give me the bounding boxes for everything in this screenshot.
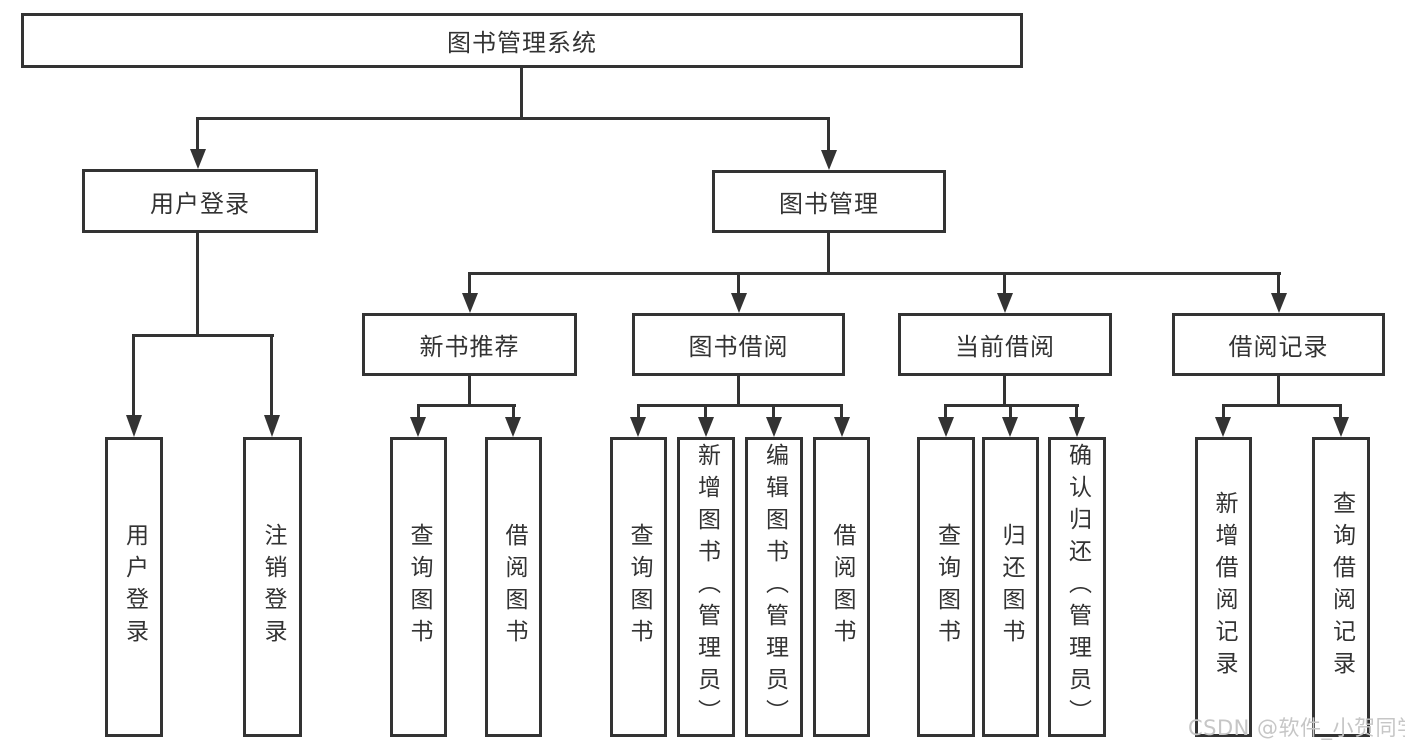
connector-vline <box>1277 376 1280 407</box>
connector-hline <box>417 404 516 407</box>
connector-vline <box>468 376 471 407</box>
arrow-down-icon <box>834 417 850 437</box>
connector-vline <box>827 233 830 274</box>
arrow-down-icon <box>938 417 954 437</box>
node-current-borrow-label: 当前借阅 <box>955 333 1055 361</box>
arrow-down-icon <box>126 415 142 437</box>
arrow-down-icon <box>462 293 478 313</box>
connector-vline <box>840 404 843 420</box>
connector-vline <box>1075 404 1078 420</box>
leaf-borrow-books-1-label: 借阅图书 <box>501 523 527 651</box>
leaf-confirm-return-admin-label: 确认归还（管理员） <box>1064 443 1091 731</box>
node-user-login-label: 用户登录 <box>150 189 250 218</box>
leaf-query-books-2: 查询图书 <box>610 437 667 737</box>
node-borrow-records-label: 借阅记录 <box>1228 333 1329 361</box>
leaf-logout-label: 注销登录 <box>260 523 286 651</box>
connector-vline <box>196 117 199 151</box>
arrow-down-icon <box>630 417 646 437</box>
connector-vline <box>827 117 830 152</box>
leaf-borrow-books-1: 借阅图书 <box>485 437 542 737</box>
node-current-borrow: 当前借阅 <box>898 313 1112 376</box>
leaf-user-login: 用户登录 <box>105 437 163 737</box>
node-book-borrow-label: 图书借阅 <box>688 333 789 361</box>
leaf-query-books-1: 查询图书 <box>390 437 447 737</box>
arrow-down-icon <box>190 149 206 169</box>
connector-vline <box>1222 404 1225 420</box>
connector-vline <box>512 404 515 420</box>
node-book-management: 图书管理 <box>712 170 946 233</box>
connector-vline <box>520 68 523 120</box>
connector-vline <box>1003 272 1006 295</box>
connector-vline <box>132 334 135 417</box>
leaf-return-book: 归还图书 <box>982 437 1039 737</box>
node-book-borrow: 图书借阅 <box>632 313 845 376</box>
arrow-down-icon <box>1069 417 1085 437</box>
leaf-borrow-books-2-label: 借阅图书 <box>829 523 855 651</box>
leaf-borrow-books-2: 借阅图书 <box>813 437 870 737</box>
leaf-add-borrow-record-label: 新增借阅记录 <box>1211 491 1237 683</box>
connector-vline <box>737 376 740 407</box>
arrow-down-icon <box>821 150 837 170</box>
connector-hline <box>197 117 830 120</box>
node-root: 图书管理系统 <box>21 13 1023 68</box>
connector-vline <box>270 334 273 417</box>
connector-vline <box>1009 404 1012 420</box>
connector-vline <box>1339 404 1342 420</box>
arrow-down-icon <box>731 293 747 313</box>
node-root-label: 图书管理系统 <box>447 29 597 57</box>
arrow-down-icon <box>505 417 521 437</box>
connector-hline <box>637 404 843 407</box>
leaf-query-books-1-label: 查询图书 <box>406 523 432 651</box>
leaf-query-books-3-label: 查询图书 <box>933 523 960 651</box>
arrow-down-icon <box>1271 293 1287 313</box>
leaf-add-book-admin: 新增图书（管理员） <box>677 437 735 737</box>
node-user-login: 用户登录 <box>82 169 318 233</box>
arrow-down-icon <box>997 293 1013 313</box>
node-new-book-recommend: 新书推荐 <box>362 313 577 376</box>
connector-vline <box>704 404 707 420</box>
connector-hline <box>1222 404 1342 407</box>
arrow-down-icon <box>1215 417 1231 437</box>
connector-vline <box>944 404 947 420</box>
arrow-down-icon <box>766 417 782 437</box>
leaf-edit-book-admin-label: 编辑图书（管理员） <box>761 443 788 731</box>
leaf-confirm-return-admin: 确认归还（管理员） <box>1048 437 1106 737</box>
node-book-management-label: 图书管理 <box>779 190 879 218</box>
leaf-query-borrow-record: 查询借阅记录 <box>1312 437 1370 737</box>
connector-hline <box>133 334 274 337</box>
connector-vline <box>737 272 740 295</box>
connector-vline <box>417 404 420 420</box>
connector-vline <box>772 404 775 420</box>
leaf-return-book-label: 归还图书 <box>998 523 1024 651</box>
leaf-query-books-2-label: 查询图书 <box>626 523 652 651</box>
leaf-add-borrow-record: 新增借阅记录 <box>1195 437 1252 737</box>
arrow-down-icon <box>410 417 426 437</box>
arrow-down-icon <box>698 417 714 437</box>
arrow-down-icon <box>1002 417 1018 437</box>
connector-vline <box>1277 272 1280 295</box>
connector-vline <box>637 404 640 420</box>
connector-vline <box>196 233 199 336</box>
node-borrow-records: 借阅记录 <box>1172 313 1385 376</box>
connector-hline <box>468 272 1281 275</box>
leaf-query-borrow-record-label: 查询借阅记录 <box>1328 491 1355 683</box>
arrow-down-icon <box>1333 417 1349 437</box>
arrow-down-icon <box>264 415 280 437</box>
leaf-edit-book-admin: 编辑图书（管理员） <box>745 437 803 737</box>
watermark: CSDN @软件_小贺同学 <box>1188 716 1405 740</box>
connector-vline <box>1003 376 1006 407</box>
leaf-user-login-label: 用户登录 <box>121 523 148 651</box>
leaf-logout: 注销登录 <box>243 437 302 737</box>
leaf-add-book-admin-label: 新增图书（管理员） <box>693 443 720 731</box>
leaf-query-books-3: 查询图书 <box>917 437 975 737</box>
connector-vline <box>468 272 471 295</box>
node-new-book-recommend-label: 新书推荐 <box>419 333 520 361</box>
